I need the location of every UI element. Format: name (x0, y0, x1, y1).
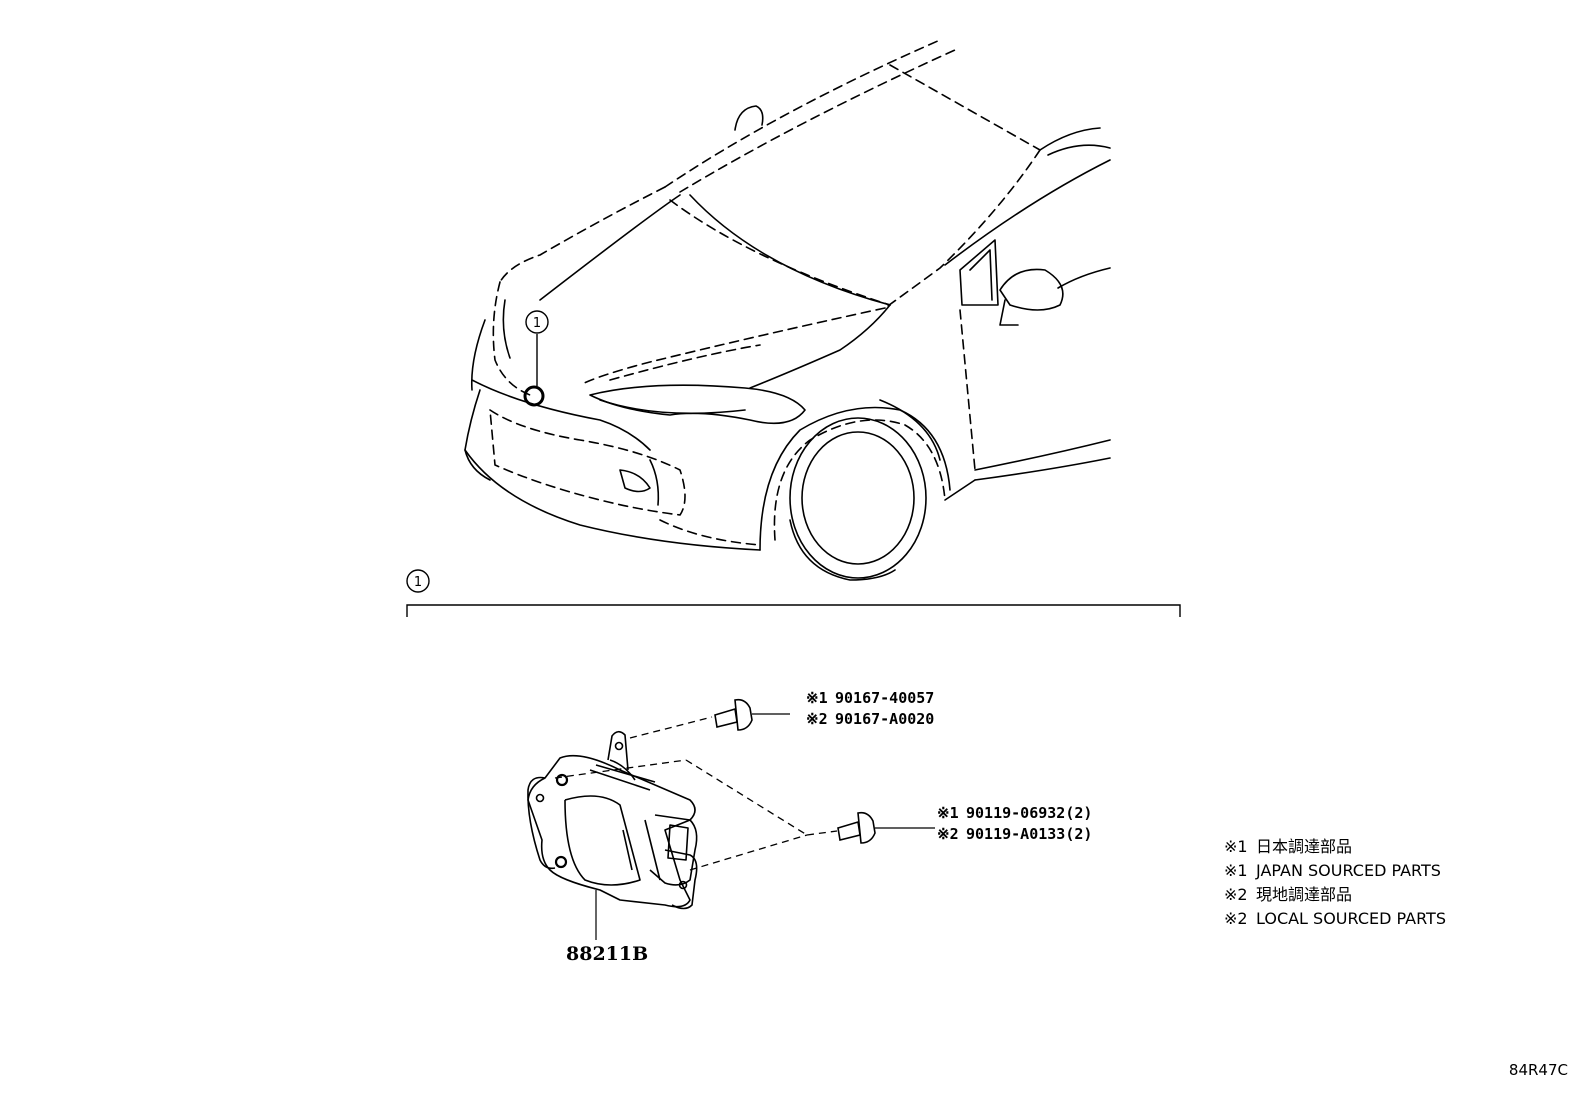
legend-text-4: LOCAL SOURCED PARTS (1256, 909, 1446, 928)
legend-mark-1: ※1 (1224, 837, 1248, 856)
lower-bolt-mark-1: ※1 (937, 804, 959, 822)
upper-bolt-number-2: 90167-A0020 (835, 710, 934, 728)
lower-bolt-number-1: 90119-06932(2) (966, 804, 1092, 822)
upper-bolt-mark-2: ※2 (806, 710, 828, 728)
upper-bolt-icon (714, 698, 790, 731)
vehicle-callout: 1 (525, 310, 549, 386)
legend-mark-2: ※1 (1224, 861, 1248, 880)
lower-bolt-part-numbers: ※1 90119-06932(2) ※2 90119-A0133(2) (937, 804, 1092, 843)
legend-text-3: 現地調達部品 (1256, 885, 1352, 904)
upper-bolt-number-1: 90167-40057 (835, 689, 934, 707)
mounting-dashed-lines (554, 716, 838, 871)
lower-bolt-icon (837, 811, 935, 844)
sourcing-legend: ※1 日本調達部品 ※1 JAPAN SOURCED PARTS ※2 現地調達… (1224, 837, 1446, 928)
section-bracket: 1 (406, 569, 1181, 617)
upper-bolt-part-numbers: ※1 90167-40057 ※2 90167-A0020 (806, 689, 934, 728)
legend-text-1: 日本調達部品 (1256, 837, 1352, 856)
section-callout-number: 1 (414, 575, 422, 590)
drawing-reference-code: 84R47C (1509, 1061, 1568, 1079)
legend-text-2: JAPAN SOURCED PARTS (1255, 861, 1441, 880)
callout-circle (525, 310, 549, 334)
lower-bolt-mark-2: ※2 (937, 825, 959, 843)
legend-mark-3: ※2 (1224, 885, 1248, 904)
lower-bolt-number-2: 90119-A0133(2) (966, 825, 1092, 843)
vehicle-illustration (464, 39, 1111, 581)
section-callout-circle (406, 569, 430, 593)
sensor-unit-drawing (527, 730, 698, 940)
legend-mark-4: ※2 (1224, 909, 1248, 928)
main-unit-part-number: 88211B (566, 943, 648, 965)
upper-bolt-mark-1: ※1 (806, 689, 828, 707)
vehicle-callout-number: 1 (533, 316, 541, 331)
